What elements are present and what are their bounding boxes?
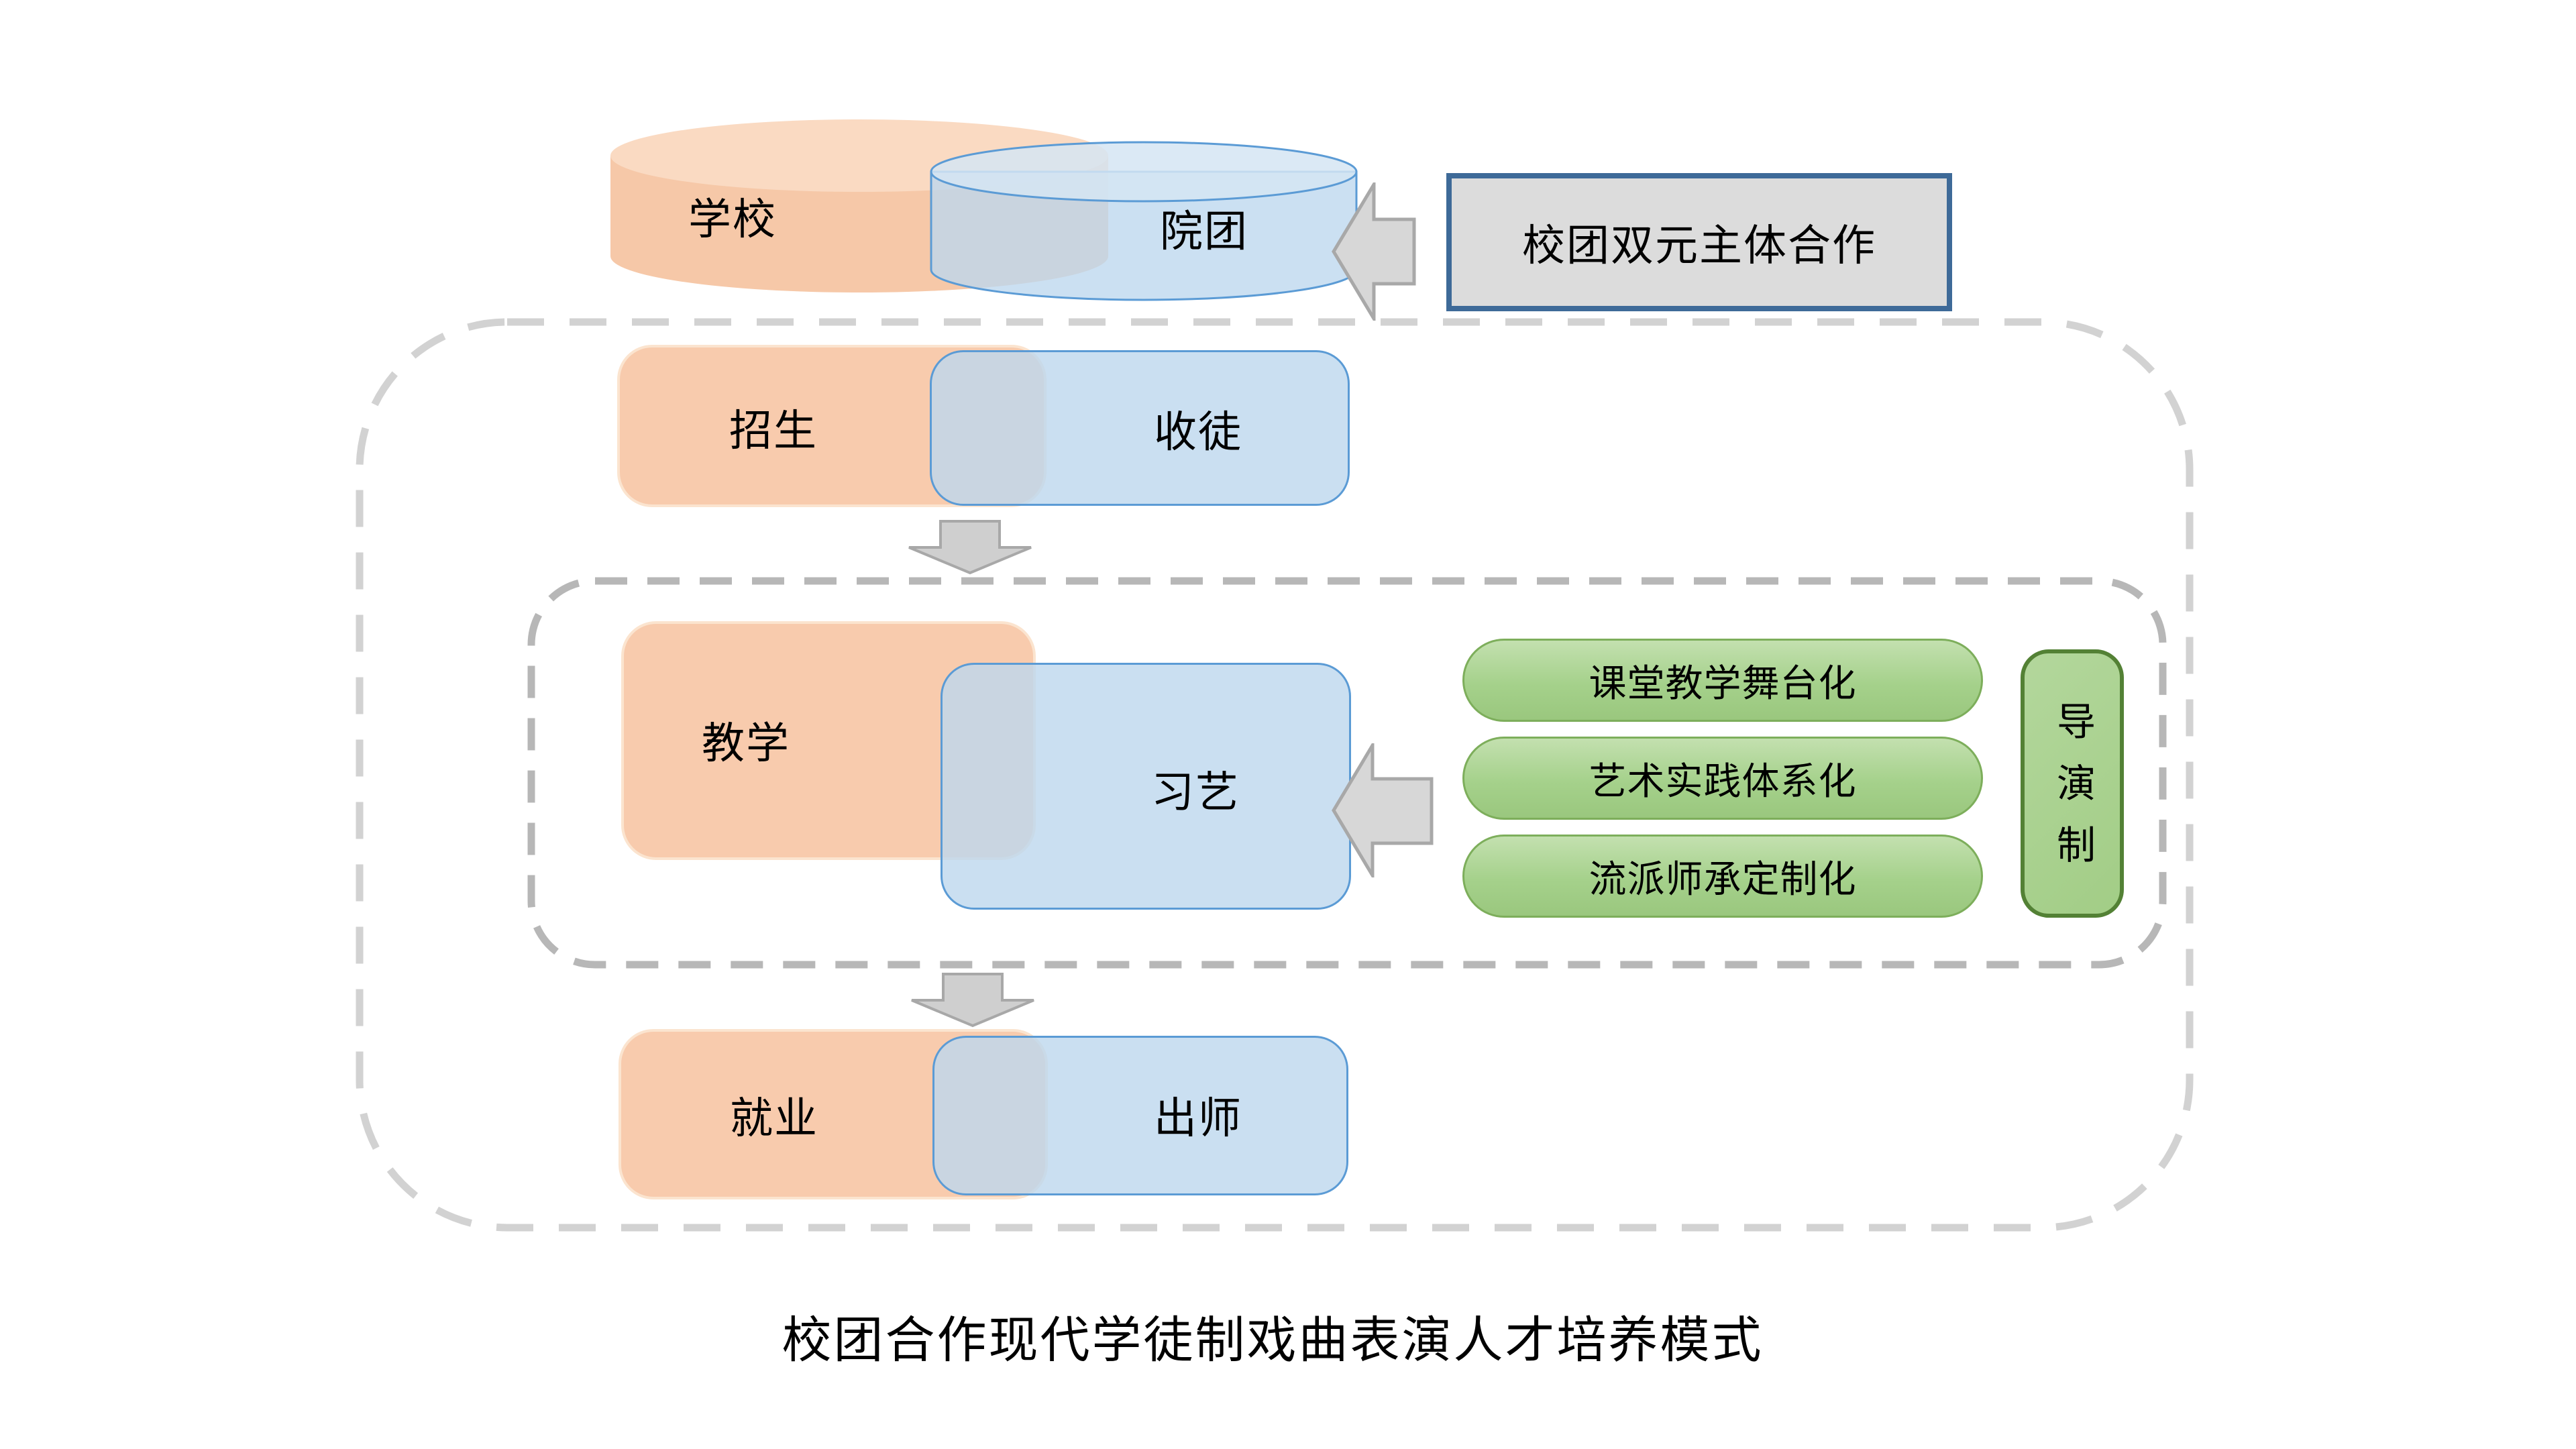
cooperation-box-label: 校团双元主体合作 bbox=[1522, 221, 1876, 270]
method-pill-1: 课堂教学舞台化 bbox=[1462, 639, 1983, 722]
troupe-cylinder-label: 院团 bbox=[1160, 207, 1248, 256]
stage-enrollment-school-label: 招生 bbox=[729, 407, 818, 455]
cooperation-arrow-icon bbox=[1332, 182, 1416, 321]
stage-enrollment-troupe-label: 收徒 bbox=[1154, 408, 1242, 456]
stage-enrollment-troupe-box bbox=[930, 350, 1350, 506]
diagram-title: 校团合作现代学徒制戏曲表演人才培养模式 bbox=[782, 1312, 1764, 1368]
method-pill-2: 艺术实践体系化 bbox=[1462, 737, 1983, 820]
school-cylinder-label: 学校 bbox=[688, 195, 777, 244]
stage-teaching-troupe-label: 习艺 bbox=[1151, 768, 1240, 816]
stage-teaching-school-label: 教学 bbox=[702, 719, 790, 767]
down-arrow-icon-1 bbox=[908, 520, 1032, 575]
stage-employment-troupe-box bbox=[932, 1036, 1348, 1195]
cooperation-box: 校团双元主体合作 bbox=[1446, 173, 1952, 311]
down-arrow-icon-2 bbox=[911, 973, 1034, 1028]
method-pill-3: 流派师承定制化 bbox=[1462, 835, 1983, 918]
method-pill-2-label: 艺术实践体系化 bbox=[1589, 759, 1857, 802]
methods-arrow-icon bbox=[1332, 743, 1434, 877]
director-system-label: 导演制 bbox=[2051, 701, 2094, 886]
method-pill-1-label: 课堂教学舞台化 bbox=[1589, 661, 1857, 704]
troupe-cylinder bbox=[930, 141, 1358, 301]
stage-employment-school-label: 就业 bbox=[730, 1094, 818, 1142]
stage-teaching-troupe-box bbox=[941, 663, 1351, 910]
method-pill-3-label: 流派师承定制化 bbox=[1589, 857, 1857, 900]
director-system-box: 导演制 bbox=[2021, 649, 2124, 918]
inner-dashed-frame bbox=[527, 577, 2167, 969]
outer-dashed-frame bbox=[356, 318, 2194, 1232]
stage-employment-troupe-label: 出师 bbox=[1154, 1094, 1242, 1142]
